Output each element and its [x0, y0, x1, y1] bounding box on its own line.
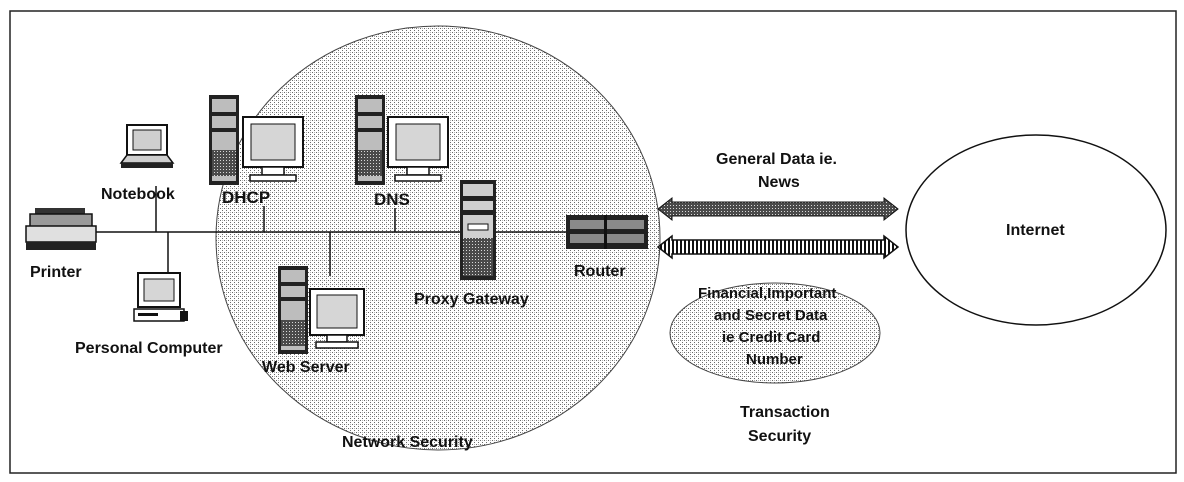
secret-data-label-line3: ie Credit Card: [722, 329, 820, 346]
notebook-label: Notebook: [101, 186, 175, 203]
general-data-arrow: [657, 196, 899, 222]
dhcp-server-icon: [209, 95, 304, 185]
internet-label: Internet: [1006, 222, 1065, 239]
personal-computer-label: Personal Computer: [75, 340, 223, 357]
network-security-label: Network Security: [342, 434, 473, 451]
secret-data-label-line2: and Secret Data: [714, 307, 828, 324]
general-data-label-line1: General Data ie.: [716, 151, 837, 168]
dns-label: DNS: [374, 190, 410, 209]
web-server-label: Web Server: [262, 359, 350, 376]
web-server-icon: [278, 266, 365, 354]
proxy-gateway-icon: [460, 180, 496, 280]
dns-server-icon: [355, 95, 449, 185]
printer-icon: [25, 208, 97, 250]
transaction-security-label-line1: Transaction: [740, 404, 830, 421]
transaction-security-zone: [669, 282, 881, 384]
dhcp-label: DHCP: [222, 188, 270, 207]
notebook-icon: [119, 124, 175, 168]
internet-zone: [905, 134, 1167, 326]
router-icon: [566, 215, 648, 249]
secret-data-label-line1: Financial,Important: [698, 285, 836, 302]
general-data-label-line2: News: [758, 174, 800, 191]
transaction-security-label-line2: Security: [748, 428, 811, 445]
printer-label: Printer: [30, 264, 82, 281]
personal-computer-icon: [133, 272, 188, 322]
proxy-gateway-label: Proxy Gateway: [414, 291, 529, 308]
router-label: Router: [574, 263, 626, 280]
secret-data-label-line4: Number: [746, 351, 803, 368]
secret-data-arrow: [656, 234, 900, 260]
